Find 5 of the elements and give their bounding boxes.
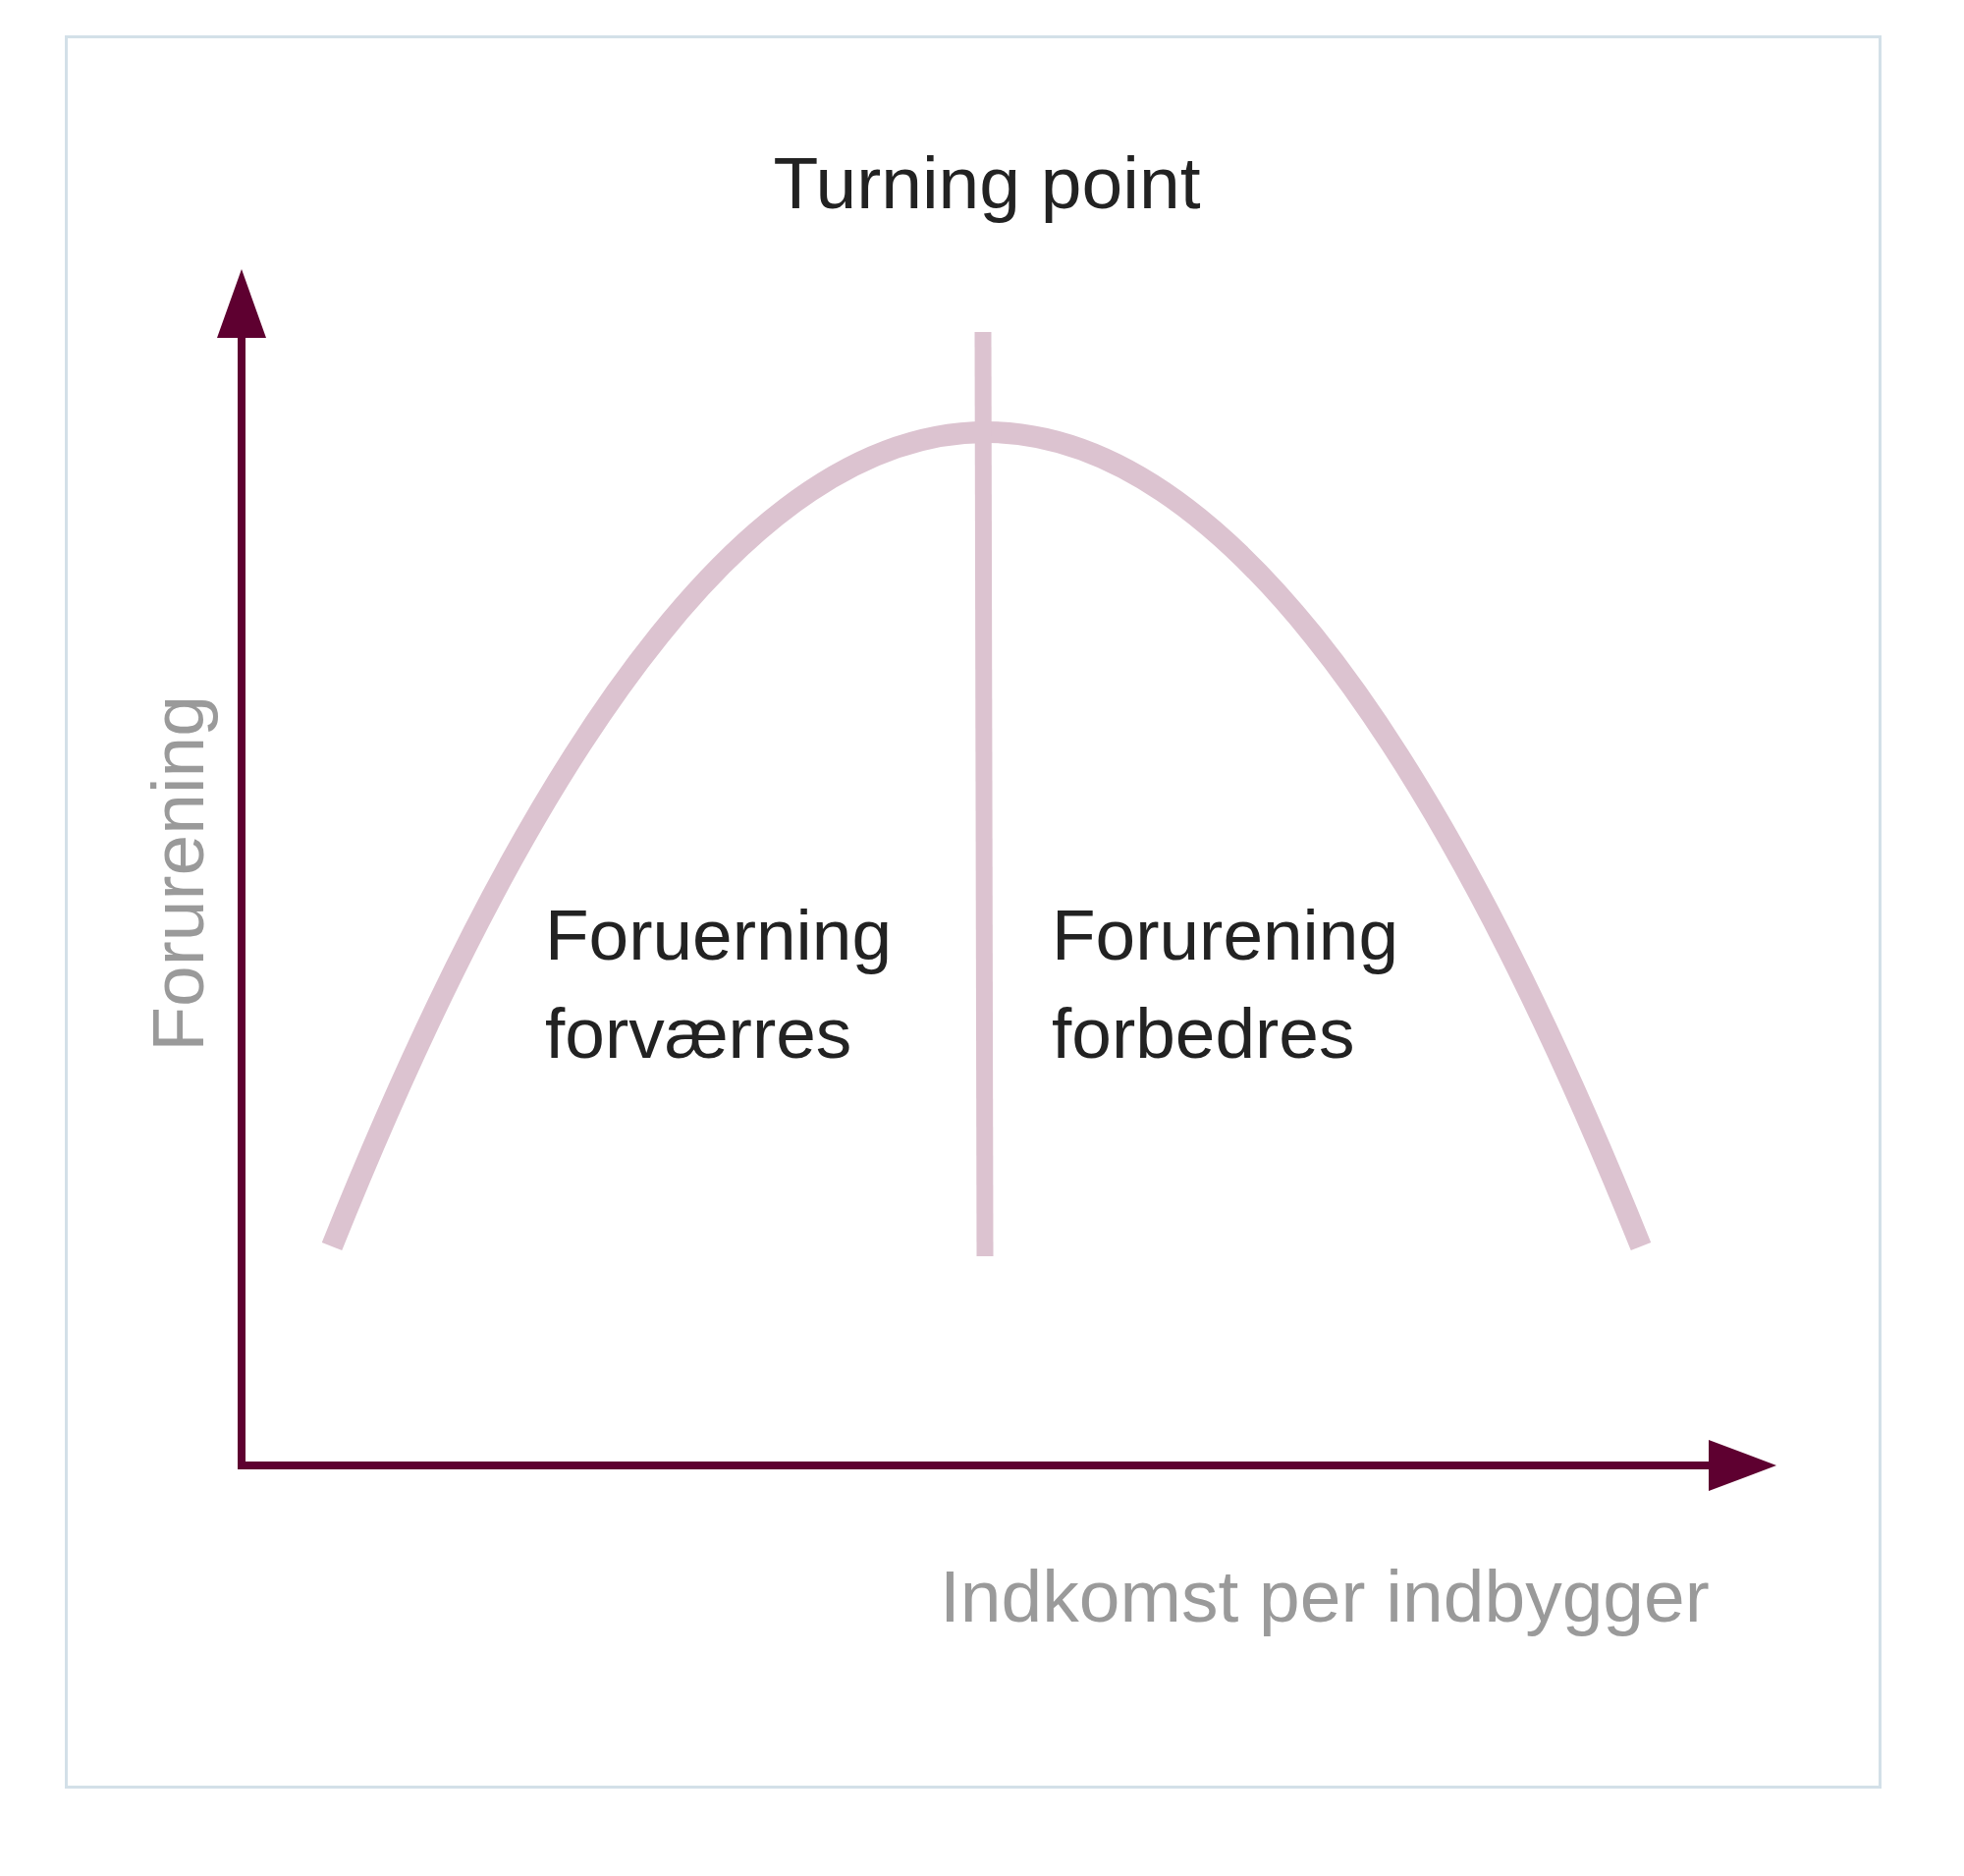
region-label: Forurening forbedres — [1052, 894, 1400, 1075]
axis-label: Forurening — [136, 695, 220, 1052]
axis-label: Indkomst per indbygger — [940, 1554, 1710, 1638]
annotation-label: Turning point — [772, 140, 1202, 225]
region-label: Foruerning forværres — [545, 894, 894, 1075]
